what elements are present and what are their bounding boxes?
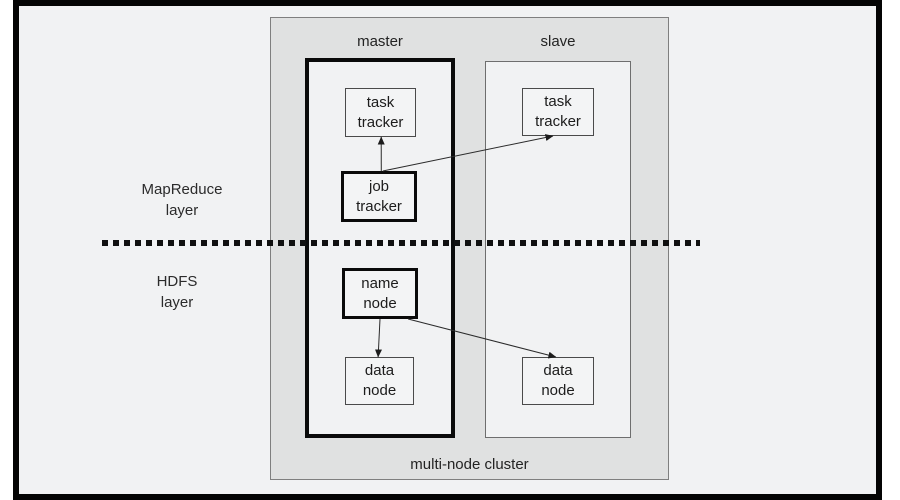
node-master-data-node: data node (345, 357, 414, 405)
hdfs-layer-label: HDFS layer (112, 271, 242, 313)
node-master-name-node: name node (342, 268, 418, 319)
node-slave-data-node: data node (522, 357, 594, 405)
node-label-line: job (368, 177, 390, 195)
slave-column-label: slave (540, 33, 576, 50)
mapreduce-layer-label-line2: layer (165, 202, 199, 219)
node-label-line: node (362, 382, 397, 399)
node-label-line: data (364, 362, 395, 379)
cluster-caption: multi-node cluster (410, 456, 529, 473)
node-label-line: data (543, 362, 573, 379)
node-label-line: tracker (357, 113, 404, 131)
node-label-line: name (361, 274, 399, 292)
node-label-line: tracker (535, 113, 581, 130)
master-column-label: master (357, 33, 403, 50)
node-label-line: node (541, 382, 575, 399)
hdfs-layer-label-line2: layer (160, 294, 194, 311)
hdfs-layer-label-line1: HDFS (156, 273, 198, 290)
node-label-line: task (544, 93, 572, 110)
node-label-line: task (366, 93, 395, 111)
mapreduce-layer-label: MapReduce layer (117, 179, 247, 221)
node-slave-task-tracker: task tracker (522, 88, 594, 136)
mapreduce-layer-label-line1: MapReduce (141, 181, 223, 198)
layer-divider-dotted-line (102, 240, 700, 246)
node-master-job-tracker: job tracker (341, 171, 417, 222)
node-label-line: tracker (356, 197, 402, 215)
node-label-line: node (363, 294, 397, 312)
node-master-task-tracker: task tracker (345, 88, 416, 137)
